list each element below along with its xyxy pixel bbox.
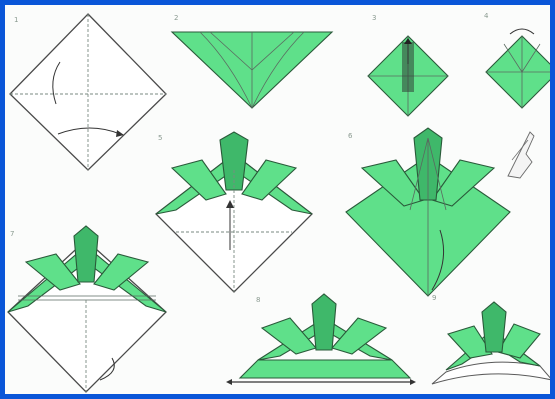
step-6-number: 6 bbox=[348, 132, 353, 140]
step-9-number: 9 bbox=[432, 294, 436, 302]
step-1-number: 1 bbox=[14, 16, 18, 24]
step-8: 8 bbox=[226, 294, 416, 385]
step-1: 1 bbox=[10, 14, 166, 170]
step-7: 7 bbox=[8, 226, 166, 392]
step-4-number: 4 bbox=[484, 12, 489, 20]
origami-diagram: 1 2 3 4 bbox=[5, 5, 550, 394]
step-5-number: 5 bbox=[158, 134, 162, 142]
step-9-center bbox=[482, 302, 506, 352]
step-5: 5 bbox=[156, 132, 312, 292]
step-4: 4 bbox=[484, 12, 550, 108]
step-3-number: 3 bbox=[372, 14, 376, 22]
step-9: 9 bbox=[432, 294, 550, 384]
step-2-number: 2 bbox=[174, 14, 178, 22]
step-7-number: 7 bbox=[10, 230, 14, 238]
step-3: 3 bbox=[368, 14, 448, 116]
step-8-number: 8 bbox=[256, 296, 260, 304]
step-2: 2 bbox=[172, 14, 332, 108]
step-8-center bbox=[312, 294, 336, 350]
step-8-brim bbox=[240, 360, 410, 378]
hand-pointer-icon bbox=[508, 132, 534, 178]
step-6: 6 bbox=[346, 128, 510, 296]
step-7-center bbox=[74, 226, 98, 282]
